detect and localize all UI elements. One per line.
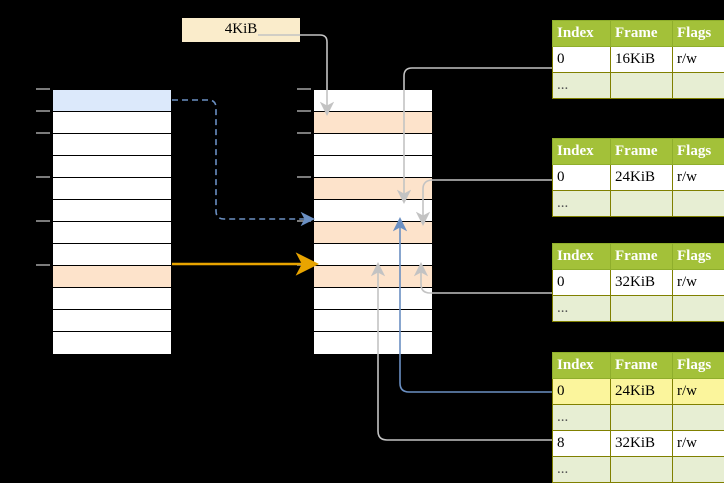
wire-table3-to-frame xyxy=(421,270,552,293)
wire-table4-row0-to-frame xyxy=(400,225,552,392)
wire-table1-to-frame xyxy=(404,68,552,196)
wire-table2-to-frame xyxy=(423,180,552,218)
virtual-column-ticks xyxy=(36,89,50,265)
physical-column-ticks xyxy=(297,89,311,265)
wire-table4-row8-to-frame xyxy=(378,270,552,440)
wire-virtual-page-lookup xyxy=(172,100,307,219)
wire-pagesize-to-frame xyxy=(258,35,327,108)
